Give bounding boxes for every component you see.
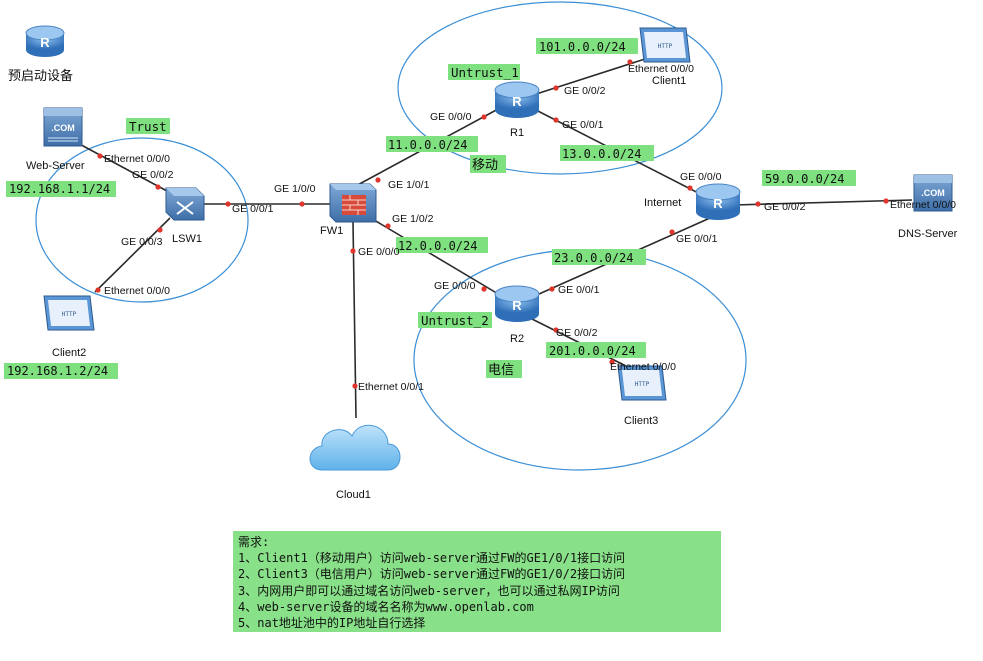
client2-label: Client2	[52, 347, 86, 359]
lsw1-icon	[165, 187, 205, 221]
requirement-item: 1、Client1（移动用户）访问web-server通过FW的GE1/0/1接…	[238, 551, 626, 566]
svg-text:.COM: .COM	[51, 123, 75, 133]
r1-ge001-label: GE 0/0/1	[562, 119, 604, 131]
ws-eth-port-label: Ethernet 0/0/0	[104, 153, 170, 165]
svg-text:HTTP: HTTP	[62, 311, 77, 318]
lsw1-ge003-label: GE 0/0/3	[121, 236, 163, 248]
subnet-13-label: 13.0.0.0/24	[562, 147, 641, 161]
fw1-label: FW1	[320, 225, 343, 237]
requirements-box: 需求: 1、Client1（移动用户）访问web-server通过FW的GE1/…	[233, 531, 721, 632]
web-server-label: Web-Server	[26, 160, 85, 172]
internet-ge000-label: GE 0/0/0	[680, 171, 722, 183]
link-internet-dns	[733, 199, 913, 206]
r2-label: R2	[510, 333, 524, 345]
lsw1-ge001-label: GE 0/0/1	[232, 203, 274, 215]
r1-icon: R	[494, 81, 540, 118]
subnet-201-label: 201.0.0.0/24	[549, 344, 636, 358]
untrust2-zone-label: Untrust_2	[421, 313, 489, 328]
fw1-ge100-label: GE 1/0/0	[274, 183, 316, 195]
svg-text:R: R	[713, 196, 723, 211]
client3-label: Client3	[624, 415, 658, 427]
client3-eth-port-label: Ethernet 0/0/0	[610, 361, 676, 373]
client2-eth-port-label: Ethernet 0/0/0	[104, 285, 170, 297]
subnet-23-label: 23.0.0.0/24	[554, 251, 633, 265]
internet-ge002-label: GE 0/0/2	[764, 201, 806, 213]
fw1-ge102-label: GE 1/0/2	[392, 213, 434, 225]
dns-eth-port-label: Ethernet 0/0/0	[890, 199, 956, 211]
trust-zone-ring	[35, 137, 249, 303]
link-r1-client1	[529, 57, 649, 97]
untrust1-zone-label: Untrust_1	[451, 65, 519, 80]
client1-label: Client1	[652, 75, 686, 87]
subnet-12-label: 12.0.0.0/24	[398, 239, 477, 253]
legend-label: 预启动设备	[8, 68, 73, 84]
client1-icon: HTTP	[639, 27, 691, 63]
isp-telecom-label: 电信	[488, 363, 514, 378]
cloud1-eth-port-label: Ethernet 0/0/1	[358, 381, 424, 393]
dns-server-icon: .COM	[913, 174, 953, 212]
subnet-59-label: 59.0.0.0/24	[765, 172, 844, 186]
trust-zone-label: Trust	[129, 119, 167, 134]
r2-ge002-label: GE 0/0/2	[556, 327, 598, 339]
legend-router-icon: R	[25, 25, 65, 57]
r2-ge000-label: GE 0/0/0	[434, 280, 476, 292]
r2-icon: R	[494, 285, 540, 322]
subnet-101-label: 101.0.0.0/24	[539, 40, 626, 54]
subnet-11-label: 11.0.0.0/24	[388, 138, 467, 152]
internet-label: Internet	[644, 197, 681, 209]
svg-text:HTTP: HTTP	[635, 381, 650, 388]
link-webserver-lsw1	[71, 139, 181, 199]
client2-ip-label: 192.168.1.2/24	[7, 364, 108, 378]
cloud1-label: Cloud1	[336, 489, 371, 501]
client2-icon: HTTP	[43, 295, 95, 331]
client1-eth-port-label: Ethernet 0/0/0	[628, 63, 694, 75]
lsw1-ge002-label: GE 0/0/2	[132, 169, 174, 181]
svg-text:.COM: .COM	[921, 188, 945, 198]
r1-ge000-label: GE 0/0/0	[430, 111, 472, 123]
client3-icon: HTTP	[617, 365, 667, 401]
requirements-title: 需求:	[238, 535, 270, 549]
svg-text:R: R	[512, 94, 522, 109]
web-server-icon: .COM	[43, 107, 83, 147]
cloud1-icon	[309, 424, 401, 471]
internet-ge001-label: GE 0/0/1	[676, 233, 718, 245]
requirement-item: 2、Client3（电信用户）访问web-server通过FW的GE1/0/2接…	[238, 567, 626, 582]
svg-text:R: R	[512, 298, 522, 313]
internet-router-icon: R	[695, 183, 741, 220]
r2-ge001-label: GE 0/0/1	[558, 284, 600, 296]
fw1-icon	[329, 183, 377, 223]
fw1-ge000-label: GE 0/0/0	[358, 246, 400, 258]
lsw1-label: LSW1	[172, 233, 202, 245]
requirement-item: 5、nat地址池中的IP地址自行选择	[238, 616, 426, 631]
svg-text:R: R	[40, 35, 50, 50]
svg-text:HTTP: HTTP	[658, 43, 673, 50]
r1-label: R1	[510, 127, 524, 139]
r1-ge002-label: GE 0/0/2	[564, 85, 606, 97]
fw1-ge101-label: GE 1/0/1	[388, 179, 430, 191]
dns-server-label: DNS-Server	[898, 228, 958, 240]
web-server-ip-label: 192.168.1.1/24	[9, 182, 110, 196]
requirement-item: 4、web-server设备的域名名称为www.openlab.com	[238, 599, 534, 614]
untrust1-zone-ring	[397, 1, 723, 175]
requirement-item: 3、内网用户即可以通过域名访问web-server，也可以通过私网IP访问	[238, 583, 620, 598]
isp-mobile-label: 移动	[472, 158, 498, 173]
port-dots	[95, 59, 889, 389]
